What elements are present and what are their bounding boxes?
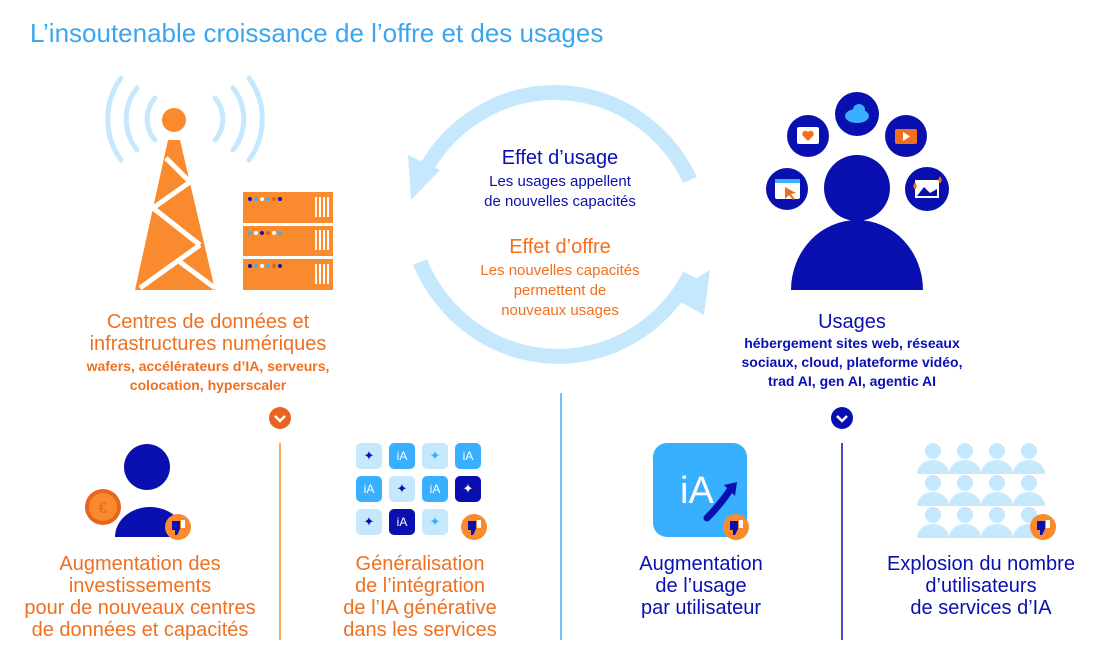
ia-tile: iA bbox=[455, 443, 481, 469]
demand-block: Usages hébergement sites web, réseaux so… bbox=[722, 311, 982, 391]
ia-tile: iA bbox=[389, 443, 415, 469]
sparkle-tile-icon: ✦ bbox=[422, 509, 448, 535]
supply-details: wafers, accélérateurs d’IA, serveurs, bbox=[86, 358, 330, 374]
person-icon bbox=[981, 492, 1013, 506]
person-icon bbox=[957, 475, 973, 491]
person-icon bbox=[1013, 460, 1045, 474]
consequence-usage: Augmentation de l’usage par utilisateur bbox=[571, 553, 831, 619]
offer-effect-line: permettent de bbox=[513, 282, 607, 299]
person-icon bbox=[957, 507, 973, 523]
chevron-down-navy-icon bbox=[831, 407, 853, 429]
demand-details: hébergement sites web, réseaux bbox=[744, 335, 960, 351]
sparkle-tile-icon: ✦ bbox=[389, 476, 415, 502]
consequence-line: pour de nouveaux centres bbox=[24, 597, 256, 619]
demand-heading: Usages bbox=[818, 311, 886, 333]
supply-heading: Centres de données et bbox=[106, 311, 310, 333]
person-icon bbox=[981, 524, 1013, 538]
sparkle-tile-icon: ✦ bbox=[455, 476, 481, 502]
supply-details: colocation, hyperscaler bbox=[129, 377, 287, 393]
user-usages-icon bbox=[766, 92, 949, 290]
person-icon bbox=[981, 460, 1013, 474]
sparkle-tile-icon: ✦ bbox=[356, 509, 382, 535]
ia-tile: iA bbox=[422, 476, 448, 502]
person-icon bbox=[1021, 443, 1037, 459]
arrow-left-head-icon bbox=[408, 155, 440, 200]
investor-icon: € bbox=[85, 444, 185, 537]
sparkle-tile-icon: ✦ bbox=[422, 443, 448, 469]
consequence-line: de l’IA générative bbox=[343, 597, 497, 619]
ia-tile: iA bbox=[389, 509, 415, 535]
person-icon bbox=[949, 460, 981, 474]
person-icon bbox=[917, 492, 949, 506]
consequence-line: Explosion du nombre bbox=[887, 553, 1075, 575]
person-icon bbox=[925, 475, 941, 491]
page-title: L’insoutenable croissance de l’offre et … bbox=[30, 18, 604, 48]
server-rack-icon bbox=[243, 192, 333, 290]
antenna-tower-icon bbox=[135, 108, 217, 291]
person-icon bbox=[1013, 492, 1045, 506]
cycle-arrows-icon bbox=[413, 85, 697, 364]
consequence-line: Généralisation bbox=[355, 553, 485, 575]
ia-usage-label: iA bbox=[680, 470, 714, 512]
sparkle-tile-icon: ✦ bbox=[356, 443, 382, 469]
usage-effect-line: de nouvelles capacités bbox=[484, 193, 636, 210]
person-icon bbox=[949, 524, 981, 538]
radio-waves-icon bbox=[105, 75, 265, 163]
offer-effect-title: Effet d’offre bbox=[509, 236, 611, 258]
usage-effect-line: Les usages appellent bbox=[489, 173, 631, 190]
person-icon bbox=[989, 475, 1005, 491]
offer-effect: Effet d’offre Les nouvelles capacités pe… bbox=[460, 236, 660, 321]
consequence-line: Augmentation des bbox=[59, 553, 221, 575]
person-icon bbox=[957, 443, 973, 459]
thumbs-down-icon bbox=[723, 514, 749, 540]
person-icon bbox=[925, 507, 941, 523]
person-icon bbox=[949, 492, 981, 506]
consequence-line: de services d’IA bbox=[910, 597, 1052, 619]
consequence-line: investissements bbox=[68, 575, 212, 597]
demand-details: sociaux, cloud, plateforme vidéo, bbox=[741, 354, 963, 370]
consequence-line: de données et capacités bbox=[31, 619, 249, 641]
person-icon bbox=[917, 524, 949, 538]
svg-text:€: € bbox=[99, 500, 108, 517]
offer-effect-line: nouveaux usages bbox=[501, 302, 619, 319]
consequence-investment: Augmentation des investissements pour de… bbox=[10, 553, 270, 641]
consequence-line: de l’intégration bbox=[354, 575, 486, 597]
consequence-genai: Généralisation de l’intégration de l’IA … bbox=[290, 553, 550, 641]
supply-block: Centres de données et infrastructures nu… bbox=[58, 311, 358, 395]
person-icon bbox=[1021, 475, 1037, 491]
person-icon bbox=[989, 507, 1005, 523]
thumbs-down-icon bbox=[165, 514, 191, 540]
ia-usage-icon bbox=[653, 443, 747, 537]
demand-details: trad AI, gen AI, agentic AI bbox=[767, 373, 937, 389]
person-icon bbox=[917, 460, 949, 474]
person-icon bbox=[925, 443, 941, 459]
consequence-line: Augmentation bbox=[639, 553, 763, 575]
thumbs-down-icon bbox=[461, 514, 487, 540]
supply-heading: infrastructures numériques bbox=[89, 333, 327, 355]
consequence-users: Explosion du nombre d’utilisateurs de se… bbox=[851, 553, 1111, 619]
consequence-line: de l’usage bbox=[655, 575, 747, 597]
consequence-line: d’utilisateurs bbox=[925, 575, 1037, 597]
ia-tile: iA bbox=[356, 476, 382, 502]
arrow-right-head-icon bbox=[668, 270, 710, 315]
thumbs-down-icon bbox=[1030, 514, 1056, 540]
consequence-line: dans les services bbox=[343, 619, 497, 641]
consequence-line: par utilisateur bbox=[640, 597, 762, 619]
chevron-down-orange-icon bbox=[269, 407, 291, 429]
offer-effect-line: Les nouvelles capacités bbox=[480, 262, 640, 279]
usage-effect: Effet d’usage Les usages appellent de no… bbox=[460, 147, 660, 212]
ia-tiles-grid: ✦ iA ✦ iA iA ✦ iA ✦ ✦ iA ✦ bbox=[356, 443, 486, 538]
usage-effect-title: Effet d’usage bbox=[501, 147, 619, 169]
users-crowd-icon bbox=[917, 443, 1045, 538]
person-icon bbox=[989, 443, 1005, 459]
